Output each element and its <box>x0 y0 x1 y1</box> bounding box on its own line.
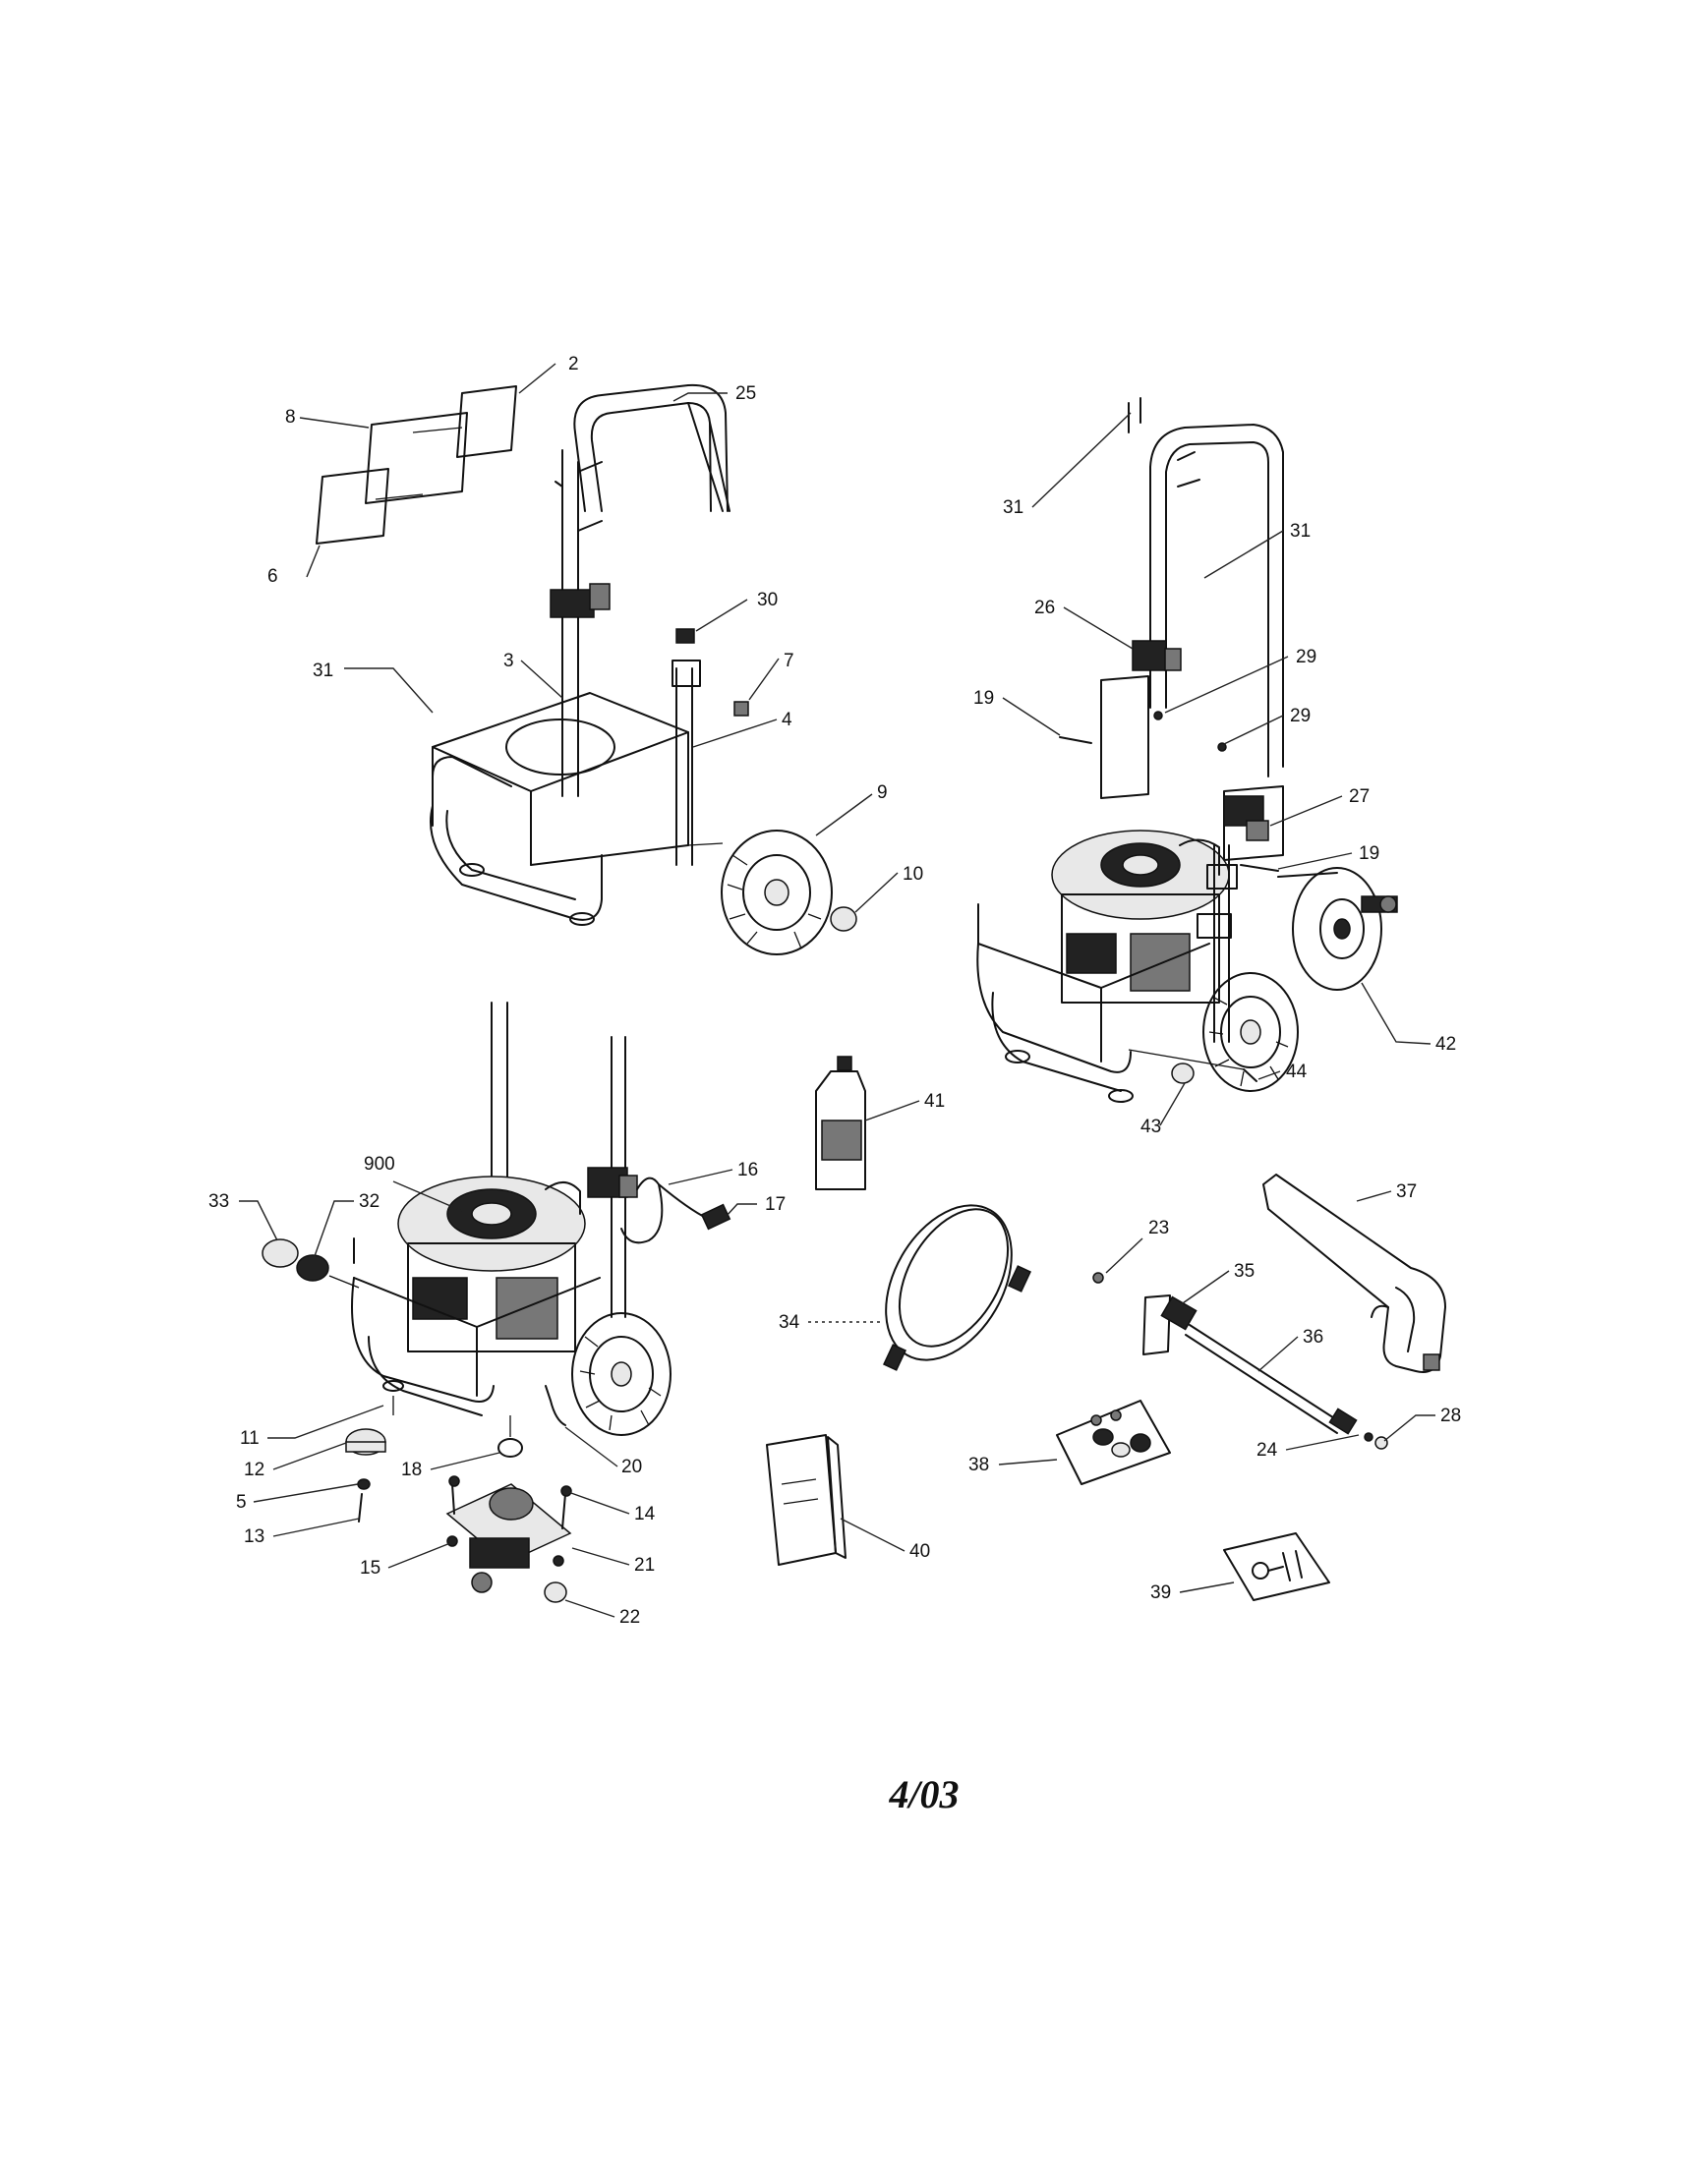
callout-9: 9 <box>877 782 888 803</box>
callout-37: 37 <box>1396 1181 1417 1202</box>
cap-30 <box>675 628 695 644</box>
callout-27: 27 <box>1349 786 1370 807</box>
panel-left <box>1100 675 1149 799</box>
frame-assembly <box>316 383 857 955</box>
nozzle-35 <box>1160 1295 1197 1331</box>
callout-40: 40 <box>909 1541 930 1562</box>
complete-unit-assembly <box>976 397 1398 1103</box>
callout-23: 23 <box>1148 1218 1169 1238</box>
callout-33: 33 <box>208 1191 229 1212</box>
manual-40 <box>766 1434 837 1566</box>
washer-5 <box>357 1478 371 1490</box>
hose-34 <box>883 1204 1031 1371</box>
cap-43 <box>1171 1063 1195 1084</box>
callout-12: 12 <box>244 1460 264 1480</box>
callout-3: 3 <box>503 651 514 671</box>
callout-32: 32 <box>359 1191 380 1212</box>
handle-25 <box>573 383 729 512</box>
callout-900: 900 <box>364 1154 395 1175</box>
nut-7 <box>733 701 749 717</box>
pump-21 <box>445 1475 572 1593</box>
wand-36 <box>1185 1324 1343 1434</box>
callout-20: 20 <box>621 1457 642 1477</box>
callout-17: 17 <box>765 1194 786 1215</box>
pump-engine-assembly <box>262 1002 731 1603</box>
callout-22: 22 <box>619 1607 640 1628</box>
wheel-9 <box>721 830 833 955</box>
deck <box>432 692 689 792</box>
callout-31a: 31 <box>313 661 333 681</box>
card-39 <box>1223 1532 1330 1601</box>
callout-42: 42 <box>1435 1034 1456 1055</box>
adapter-32 <box>296 1254 329 1282</box>
callout-13: 13 <box>244 1526 264 1547</box>
o-ring-18 <box>497 1438 523 1458</box>
callout-43: 43 <box>1140 1117 1161 1137</box>
oil-bottle-41 <box>815 1056 866 1190</box>
callout-4: 4 <box>782 710 792 730</box>
callout-16: 16 <box>737 1160 758 1180</box>
panel-8 <box>365 412 468 504</box>
callout-26: 26 <box>1034 598 1055 618</box>
wheel-right <box>1202 972 1299 1092</box>
callout-34: 34 <box>779 1312 800 1333</box>
date-code: 4/03 <box>889 1772 960 1816</box>
callout-18: 18 <box>401 1460 422 1480</box>
callout-41: 41 <box>924 1091 945 1112</box>
callout-31b: 31 <box>1003 497 1023 518</box>
callout-24: 24 <box>1256 1440 1278 1461</box>
callout-5: 5 <box>236 1492 247 1513</box>
decal-6 <box>316 468 389 545</box>
cap-10 <box>830 906 857 932</box>
decal-2 <box>456 385 517 458</box>
callout-29b: 29 <box>1290 706 1311 726</box>
callout-21: 21 <box>634 1555 655 1576</box>
cap-22 <box>544 1581 567 1603</box>
callout-15: 15 <box>360 1558 380 1579</box>
leader-lines <box>239 363 1435 1618</box>
callout-10: 10 <box>903 864 923 885</box>
callout-2: 2 <box>568 354 579 374</box>
callout-25: 25 <box>735 383 756 404</box>
callout-19b: 19 <box>1359 843 1379 864</box>
callout-39: 39 <box>1150 1582 1171 1603</box>
callout-19a: 19 <box>973 688 994 709</box>
callout-28: 28 <box>1440 1406 1461 1426</box>
bolt-13 <box>358 1493 363 1523</box>
callout-14: 14 <box>634 1504 656 1524</box>
callout-11: 11 <box>240 1428 260 1449</box>
hose-reel-42 <box>1292 867 1382 991</box>
bracket-cube <box>550 589 595 618</box>
spray-accessories <box>766 1174 1446 1601</box>
callout-30: 30 <box>757 590 778 610</box>
callout-35: 35 <box>1234 1261 1255 1282</box>
callout-44: 44 <box>1286 1062 1308 1082</box>
callout-29a: 29 <box>1296 647 1316 667</box>
callout-labels: 2 8 6 25 30 31 3 7 4 9 10 31 31 26 29 19… <box>208 354 1461 1628</box>
panel-right <box>1223 785 1284 861</box>
cap-33 <box>262 1238 299 1268</box>
nozzle-23 <box>1092 1272 1104 1284</box>
wheel-left <box>571 1312 672 1436</box>
callout-6: 6 <box>267 566 278 587</box>
callout-36: 36 <box>1303 1327 1323 1348</box>
callout-8: 8 <box>285 407 296 428</box>
callout-7: 7 <box>784 651 794 671</box>
callout-31c: 31 <box>1290 521 1311 542</box>
callout-38: 38 <box>968 1455 989 1475</box>
